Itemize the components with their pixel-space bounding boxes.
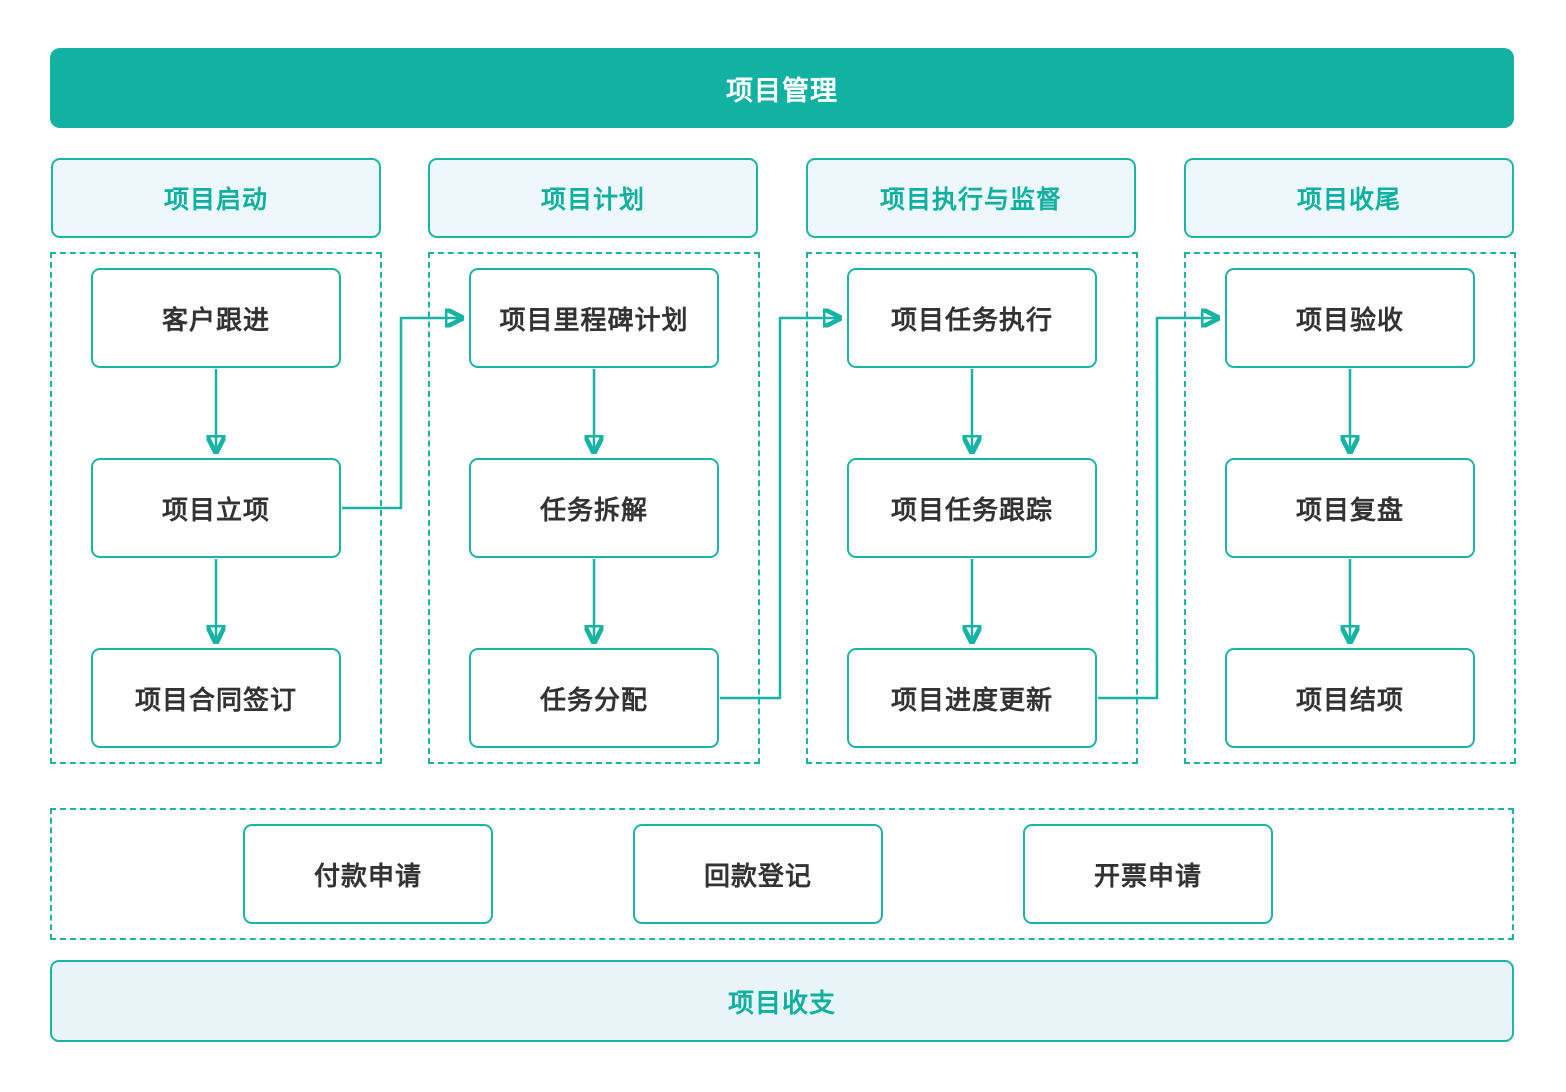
- diagram-title-banner: 项目管理: [50, 48, 1514, 128]
- phase-header-closing: 项目收尾: [1184, 158, 1514, 238]
- node-label: 项目进度更新: [890, 684, 1053, 715]
- phase-header-label: 项目启动: [163, 186, 268, 214]
- node-project-review: 项目复盘: [1225, 458, 1475, 558]
- node-label: 项目任务跟踪: [890, 494, 1053, 525]
- node-task-tracking: 项目任务跟踪: [847, 458, 1097, 558]
- node-label: 任务拆解: [539, 494, 648, 525]
- lane-finance: [50, 808, 1514, 940]
- node-project-acceptance: 项目验收: [1225, 268, 1475, 368]
- node-milestone-plan: 项目里程碑计划: [469, 268, 719, 368]
- node-label: 项目立项: [161, 494, 270, 525]
- node-label: 项目任务执行: [890, 304, 1053, 335]
- node-invoice-request: 开票申请: [1023, 824, 1273, 924]
- node-payment-request: 付款申请: [243, 824, 493, 924]
- node-label: 项目里程碑计划: [499, 304, 689, 335]
- node-label: 开票申请: [1093, 860, 1202, 891]
- phase-header-planning: 项目计划: [428, 158, 758, 238]
- node-task-breakdown: 任务拆解: [469, 458, 719, 558]
- phase-header-execution: 项目执行与监督: [806, 158, 1136, 238]
- diagram-title: 项目管理: [726, 75, 838, 106]
- node-progress-update: 项目进度更新: [847, 648, 1097, 748]
- footer-banner: 项目收支: [50, 960, 1514, 1042]
- node-label: 项目验收: [1295, 304, 1404, 335]
- node-customer-followup: 客户跟进: [91, 268, 341, 368]
- node-task-assignment: 任务分配: [469, 648, 719, 748]
- node-receipt-register: 回款登记: [633, 824, 883, 924]
- phase-header-label: 项目计划: [540, 186, 645, 214]
- node-label: 回款登记: [703, 860, 812, 891]
- node-label: 任务分配: [539, 684, 648, 715]
- node-project-closure: 项目结项: [1225, 648, 1475, 748]
- node-label: 项目结项: [1295, 684, 1404, 715]
- phase-header-initiation: 项目启动: [51, 158, 381, 238]
- node-contract-signing: 项目合同签订: [91, 648, 341, 748]
- node-label: 项目合同签订: [134, 684, 297, 715]
- node-project-initiation: 项目立项: [91, 458, 341, 558]
- node-label: 客户跟进: [161, 304, 270, 335]
- node-task-execution: 项目任务执行: [847, 268, 1097, 368]
- footer-label: 项目收支: [727, 987, 836, 1018]
- node-label: 付款申请: [313, 860, 422, 891]
- phase-header-label: 项目执行与监督: [879, 186, 1062, 214]
- node-label: 项目复盘: [1295, 494, 1404, 525]
- phase-header-label: 项目收尾: [1296, 186, 1401, 214]
